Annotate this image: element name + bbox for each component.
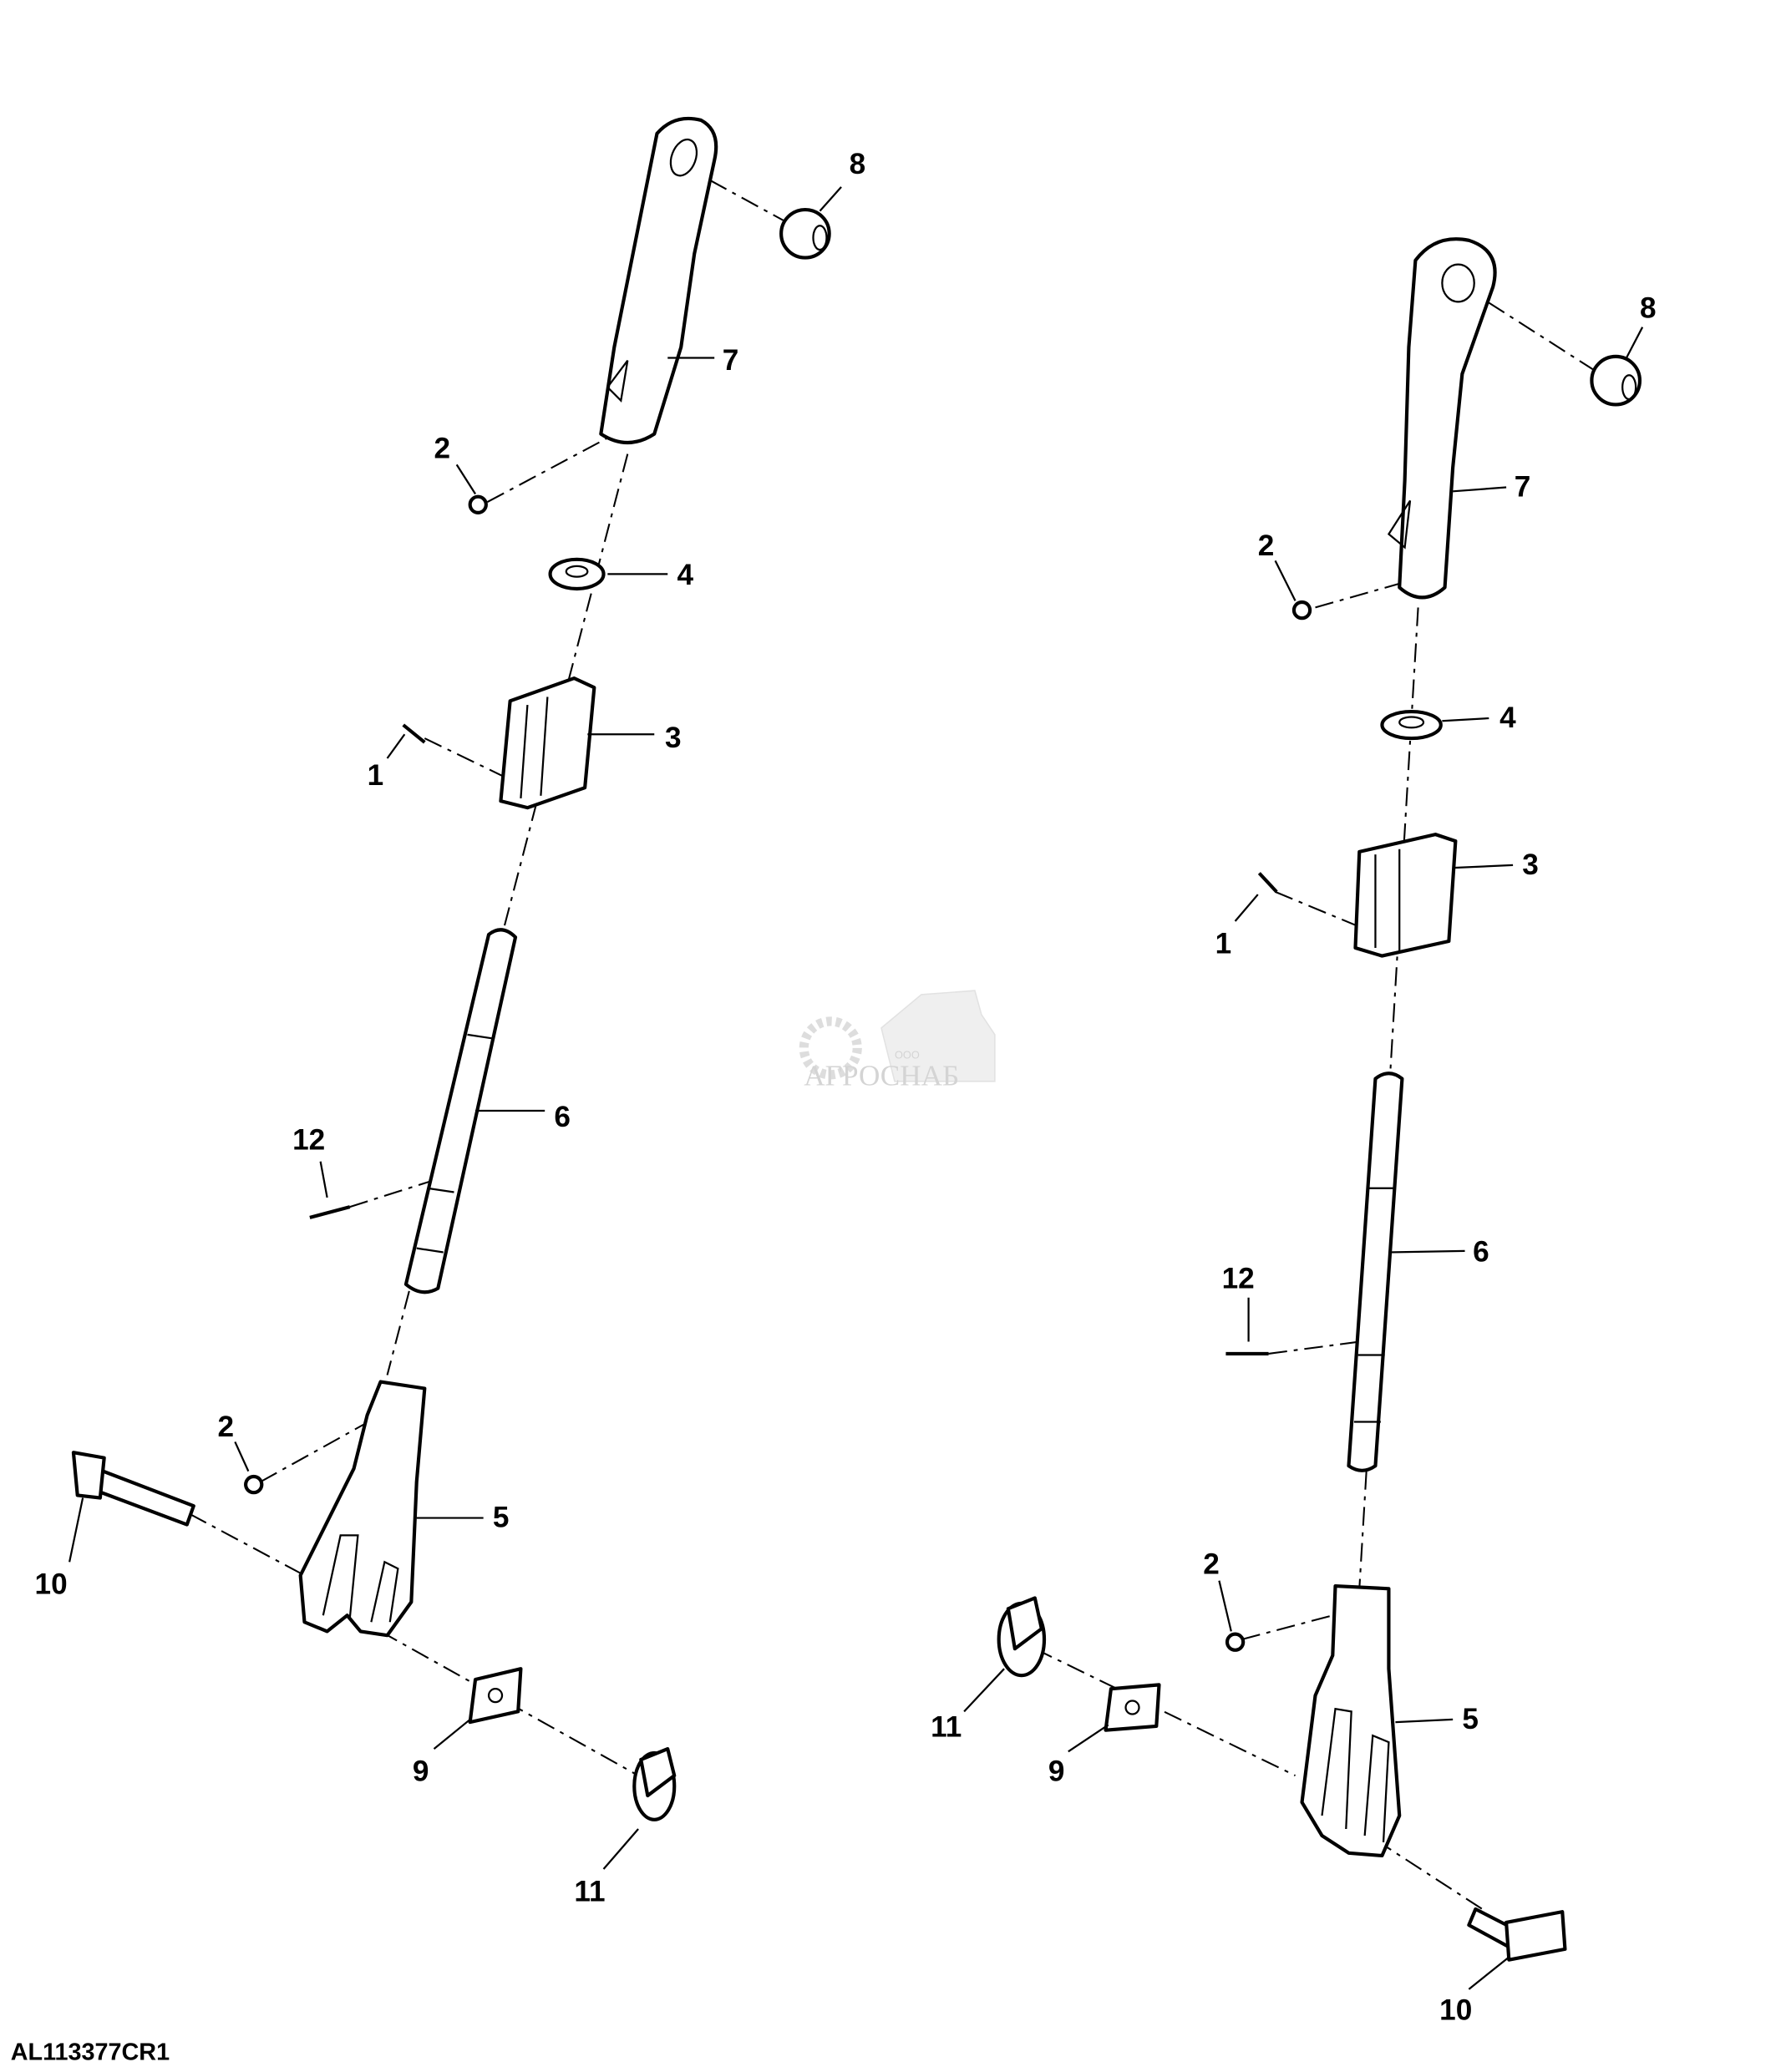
ball-bushing xyxy=(1590,354,1642,407)
grease-fitting xyxy=(468,494,488,514)
roll-pin xyxy=(1257,872,1278,894)
callout-5: 5 xyxy=(493,1502,510,1534)
axis-segment xyxy=(1275,890,1362,929)
agrosnab-watermark: ООО АГРОСНАБ xyxy=(799,990,996,1092)
axis-segment xyxy=(424,737,505,778)
top-link-arm xyxy=(1398,237,1497,600)
callout-9: 9 xyxy=(1048,1755,1065,1787)
retainer-plate xyxy=(468,1667,523,1725)
nut-washer xyxy=(1380,709,1443,741)
adjusting-block xyxy=(499,676,596,810)
callout-1: 1 xyxy=(1215,927,1232,960)
nut-washer xyxy=(548,557,606,591)
ball-bushing xyxy=(779,207,831,260)
axis-segment xyxy=(1315,581,1405,609)
callout-11: 11 xyxy=(931,1711,962,1744)
threaded-rod xyxy=(1347,1071,1404,1472)
callout-4: 4 xyxy=(677,559,693,591)
callout-2: 2 xyxy=(1258,529,1275,562)
clevis-yoke xyxy=(298,1380,427,1638)
callout-2: 2 xyxy=(1203,1548,1220,1581)
callout-7: 7 xyxy=(723,344,739,377)
grease-fitting xyxy=(1225,1632,1246,1652)
axis-segment xyxy=(1034,1648,1296,1777)
callout-11: 11 xyxy=(574,1875,605,1907)
watermark-name: АГРОСНАБ xyxy=(804,1060,959,1092)
roll-pin xyxy=(402,723,426,744)
callout-8: 8 xyxy=(1640,292,1657,325)
callout-6: 6 xyxy=(554,1101,571,1133)
clevis-pin xyxy=(89,1467,195,1527)
grease-fitting xyxy=(1291,600,1312,621)
callout-12: 12 xyxy=(1222,1263,1255,1295)
left-assembly: 8 7 2 4 3 1 6 12 2 5 10 9 11 xyxy=(35,116,866,1907)
callout-1: 1 xyxy=(368,759,384,792)
watermark-prefix: ООО xyxy=(895,1049,920,1061)
right-assembly: 8 7 2 4 3 1 6 12 2 5 11 9 10 xyxy=(931,237,1657,2027)
grease-fitting xyxy=(244,1474,264,1495)
adjusting-block xyxy=(1353,833,1458,958)
callout-12: 12 xyxy=(292,1123,325,1156)
callout-7: 7 xyxy=(1515,471,1531,504)
callout-10: 10 xyxy=(1439,1994,1472,2027)
callout-8: 8 xyxy=(850,148,866,180)
axis-segment xyxy=(1268,1340,1360,1355)
spring-pin xyxy=(309,1205,351,1219)
threaded-rod xyxy=(403,928,518,1294)
axis-segment xyxy=(349,1179,434,1208)
retainer-plate xyxy=(1104,1683,1161,1732)
axis-segment xyxy=(1241,1614,1333,1641)
callout-2: 2 xyxy=(434,432,451,464)
callout-6: 6 xyxy=(1473,1236,1489,1269)
axis-segment xyxy=(189,1512,305,1577)
callout-5: 5 xyxy=(1462,1703,1479,1735)
top-link-arm xyxy=(599,116,718,444)
callout-10: 10 xyxy=(35,1568,68,1601)
callout-3: 3 xyxy=(1522,849,1539,881)
axis-segment xyxy=(677,162,791,225)
callout-9: 9 xyxy=(413,1755,429,1787)
linch-pin-clip xyxy=(632,1747,677,1821)
axis-segment xyxy=(486,437,608,504)
callout-3: 3 xyxy=(665,722,682,754)
figure-id: AL113377CR1 xyxy=(11,2039,170,2066)
linch-pin-clip xyxy=(997,1596,1047,1678)
axis-segment xyxy=(260,1414,382,1483)
axis-segment xyxy=(1374,1838,1483,1910)
callout-4: 4 xyxy=(1499,702,1516,734)
callout-2: 2 xyxy=(218,1411,235,1443)
